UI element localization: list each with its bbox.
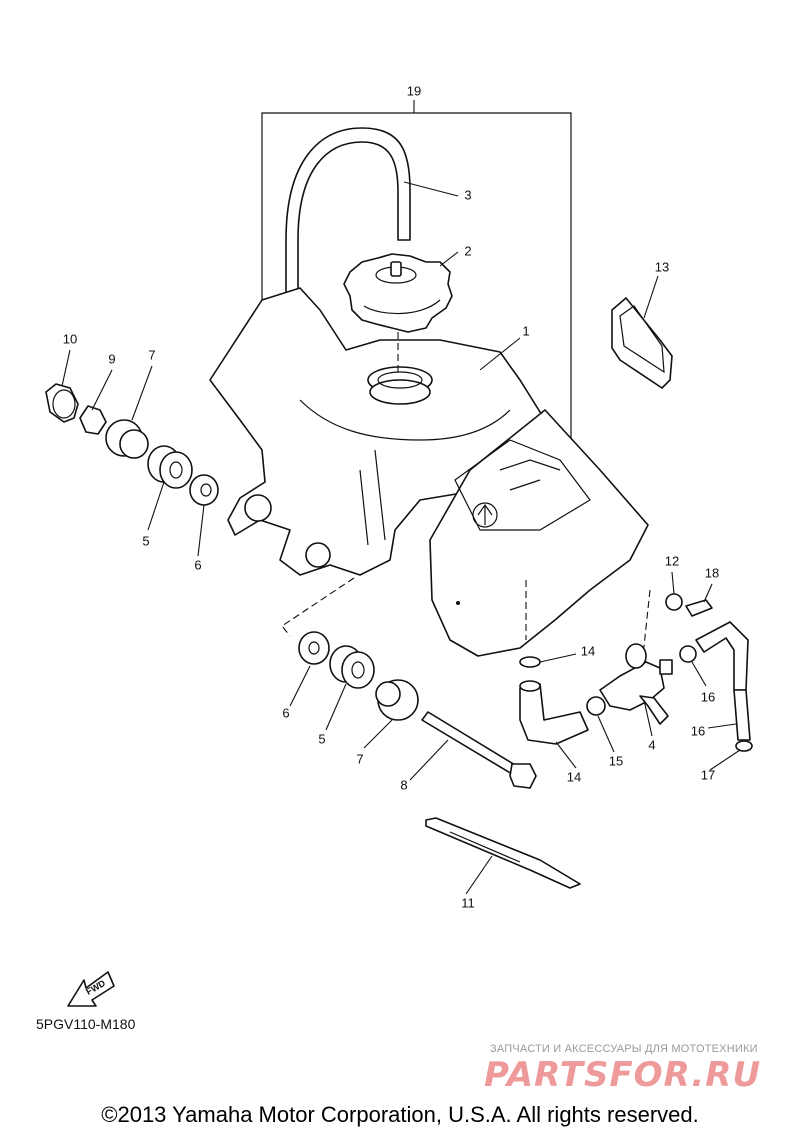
group-bracket [261,100,572,470]
fuel-petcock-assembly [519,593,753,752]
copyright-notice: ©2013 Yamaha Motor Corporation, U.S.A. A… [101,1102,699,1127]
callout-8: 8 [400,777,407,792]
right-mount [298,631,537,789]
callout-19: 19 [407,83,421,98]
callout-16-lower: 17 [701,767,715,782]
callout-14-top: 14 [581,643,595,658]
diagram-code: 5PGV110-M180 [36,1016,136,1032]
callout-2: 2 [464,243,471,258]
callout-10: 10 [63,331,77,346]
callout-17: 18 [705,565,719,580]
fwd-arrow-icon: FWD [67,971,115,1007]
callout-3: 3 [464,187,471,202]
callout-6-left: 6 [194,557,201,572]
leader-lines [61,181,741,895]
callout-7-right: 7 [356,751,363,766]
callout-11: 11 [461,895,475,910]
callout-5-right: 5 [318,731,325,746]
callout-16-upper: 16 [701,689,715,704]
callout-12: 13 [655,259,669,274]
callout-9: 9 [108,351,115,366]
fuel-cap [343,253,453,333]
callout-5-left: 5 [142,533,149,548]
callout-1: 1 [522,323,529,338]
fuel-tank [209,287,651,666]
callout-4: 4 [648,737,655,752]
gasket [611,297,673,389]
callout-labels: 19 3 2 1 13 10 9 7 5 6 6 5 7 8 14 14 15 … [63,83,719,910]
left-mount [45,383,219,506]
watermark-tagline: ЗАПЧАСТИ И АКСЕССУАРЫ ДЛЯ МОТОТЕХНИКИ [490,1043,758,1055]
callout-15: 16 [691,723,705,738]
callout-13: 14 [567,769,581,784]
callout-6-right: 6 [282,705,289,720]
callout-7-left: 7 [148,347,155,362]
pad [425,817,581,889]
watermark-logo: PARTSFOR.RU [484,1055,762,1095]
callout-18: 12 [665,553,679,568]
callout-14-bottom: 15 [609,753,623,768]
